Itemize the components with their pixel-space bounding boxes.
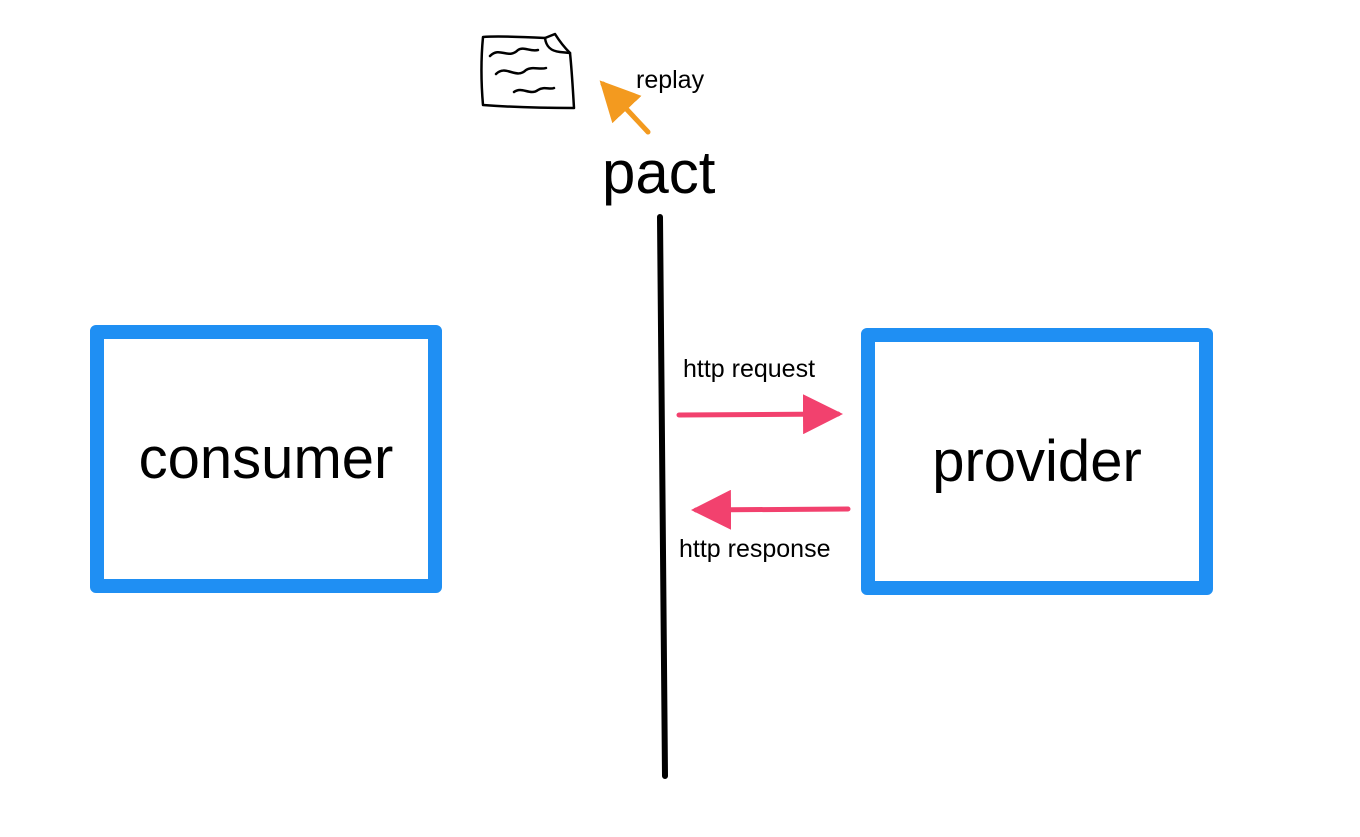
consumer-node: consumer	[90, 325, 442, 593]
http-request-arrow	[676, 394, 843, 435]
pact-label: pact	[602, 139, 716, 206]
contract-divider-line	[657, 214, 668, 779]
provider-node: provider	[861, 328, 1213, 595]
replay-arrow	[599, 80, 651, 135]
http-request-label: http request	[683, 355, 816, 383]
document-icon	[480, 32, 576, 110]
http-response-label: http response	[679, 535, 831, 563]
consumer-label: consumer	[138, 426, 394, 491]
replay-label: replay	[636, 66, 705, 94]
provider-label: provider	[932, 428, 1142, 494]
http-response-arrow	[691, 489, 851, 530]
